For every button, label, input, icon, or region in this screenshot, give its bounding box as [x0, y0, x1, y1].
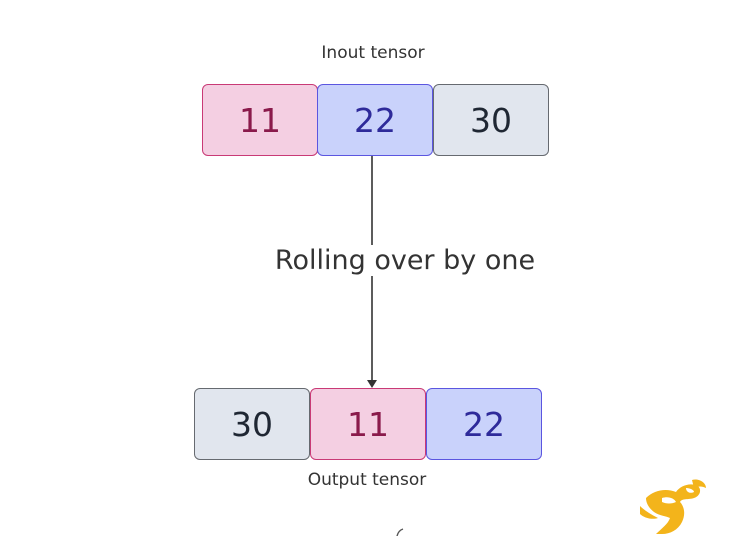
output-tensor-caption: Output tensor [307, 470, 427, 490]
roll-arrow-head [367, 380, 377, 388]
stray-mark-icon [396, 528, 404, 536]
input-cell-2: 22 [317, 84, 433, 156]
input-tensor-caption: Inout tensor [321, 43, 425, 63]
mascot-logo-icon [640, 479, 706, 534]
edge-label-text: Rolling over by one [274, 245, 536, 276]
output-cell-2: 11 [310, 388, 426, 460]
input-cell-3: 30 [433, 84, 549, 156]
output-cell-1: 30 [194, 388, 310, 460]
edge-label: Rolling over by one [255, 245, 555, 276]
output-cell-3: 22 [426, 388, 542, 460]
